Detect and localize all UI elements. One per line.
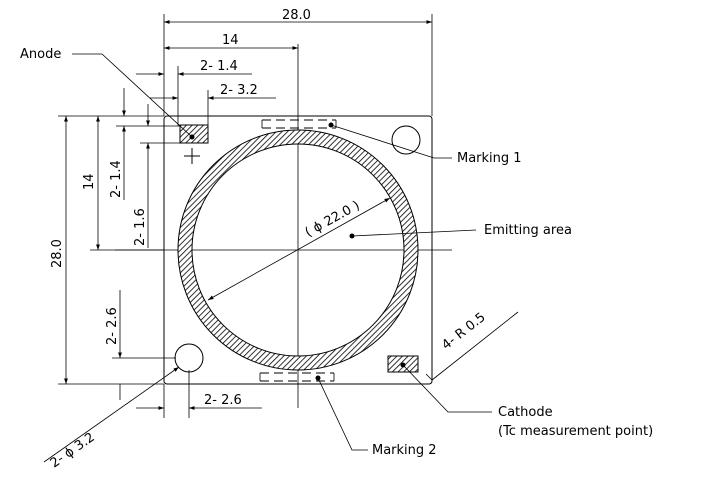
hole-offset-x-label: 2- 2.6: [204, 393, 242, 408]
callout-marking-2: Marking 2: [317, 377, 437, 458]
hole-diameter-leader: 2- ϕ 3.2: [43, 366, 180, 471]
width-total-label: 28.0: [282, 8, 311, 23]
dim-width-total: 28.0: [163, 8, 433, 116]
emitting-ring-outer-edge: [177, 129, 419, 371]
dim-half-width: 14: [164, 33, 298, 50]
dim-height-total: 28.0: [50, 115, 164, 385]
tc-measurement-label: (Tc measurement point): [498, 424, 653, 439]
corner-radius-label: 4- R 0.5: [439, 310, 488, 353]
dim-anode-offset-x: 2- 1.4: [136, 59, 252, 126]
dim-hole-offset-x: 2- 2.6: [136, 370, 262, 418]
dim-anode-size-x: 2- 3.2: [150, 83, 276, 126]
anode-size-x-label: 2- 3.2: [220, 83, 258, 98]
marking-1-label: Marking 1: [457, 151, 522, 166]
corner-radius-leader: 4- R 0.5: [425, 310, 519, 381]
mounting-hole-bottom-left: [174, 343, 204, 373]
callout-anode: Anode: [20, 47, 193, 138]
half-height-label: 14: [82, 173, 97, 190]
height-total-label: 28.0: [50, 239, 65, 268]
hole-diameter-label: 2- ϕ 3.2: [48, 430, 98, 471]
marking-2-outline: [259, 372, 335, 382]
emitting-area-ring: [178, 130, 418, 370]
callout-marking-1: Marking 1: [330, 124, 522, 166]
marking-1-outline: [261, 119, 337, 129]
dim-hole-offset-y: 2- 2.6: [105, 290, 176, 400]
diameter-leader-line: [207, 197, 391, 301]
anode-offset-y-label: 2- 1.4: [109, 160, 124, 198]
callout-cathode: Cathode (Tc measurement point): [402, 364, 653, 439]
callout-emitting-area: Emitting area: [351, 223, 572, 238]
emitting-area-label: Emitting area: [484, 223, 572, 238]
half-width-label: 14: [222, 33, 239, 48]
mounting-hole-top-right: [391, 125, 421, 155]
cathode-label: Cathode: [498, 405, 553, 420]
anode-label: Anode: [20, 47, 61, 62]
anode-offset-x-label: 2- 1.4: [200, 59, 238, 74]
dim-half-height: 14: [82, 116, 164, 251]
hole-offset-y-label: 2- 2.6: [105, 307, 120, 345]
dim-anode-size-y: 2- 1.6: [133, 104, 180, 248]
emitting-ring-inner-edge: [191, 143, 405, 357]
anode-size-y-label: 2- 1.6: [133, 208, 148, 246]
dim-anode-offset-y: 2- 1.4: [109, 88, 180, 200]
anode-pad: [179, 124, 209, 144]
anode-plus-icon: [184, 148, 200, 164]
marking-2-label: Marking 2: [372, 443, 437, 458]
